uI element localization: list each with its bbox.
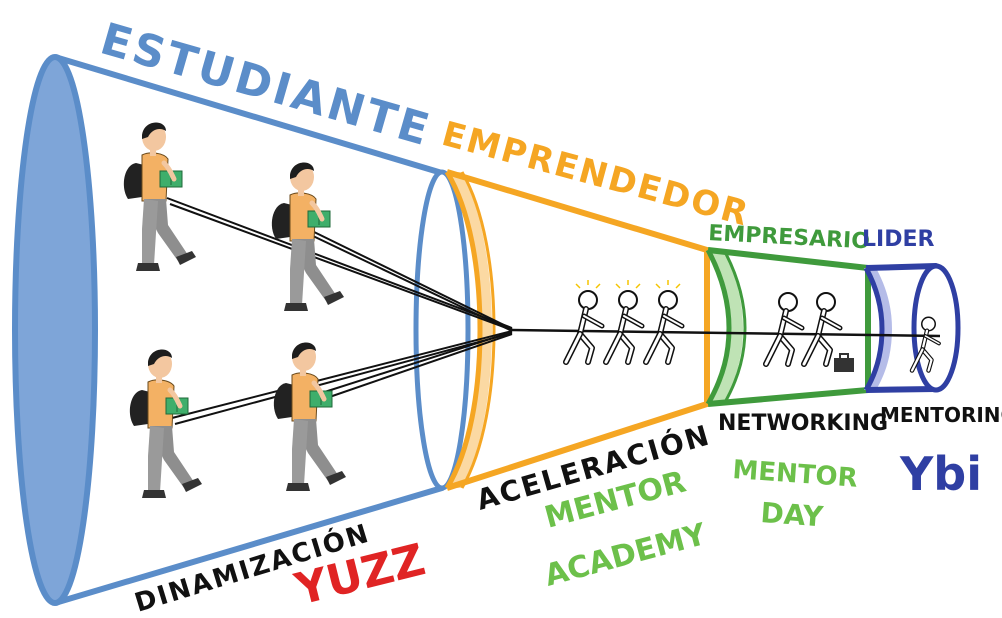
student-figure-1 [124,122,196,271]
entrepreneur-figure-3 [646,291,682,362]
stage-lider-cylinder [863,263,961,393]
program-label-mentor-day-line2: DAY [760,496,825,533]
entrepreneur-figure-2 [606,291,642,362]
businessman-figure-1 [766,293,802,364]
student-figure-2 [272,162,344,311]
businessman-figures [766,293,854,372]
stage-empresario-cylinder [705,247,887,407]
student-figure-4 [274,342,346,491]
stage-label-empresario: EMPRESARIO [708,221,871,254]
businessman-figure-2 [804,293,840,364]
student-figure-3 [130,349,202,498]
stage-emprendedor-cylinder [444,169,710,491]
student-figures [124,122,346,498]
stage-estudiante-cylinder [12,54,471,606]
program-label-ybi: Ybi [899,447,982,501]
entrepreneur-figures [566,279,682,362]
stage-estudiante-opening [12,54,98,606]
briefcase-icon [834,358,854,372]
stage-label-lider: LIDER [862,227,934,252]
program-label-mentor-day: MENTOR DAY [732,455,859,533]
rope-lines [166,197,941,425]
entrepreneur-figure-1 [566,291,602,362]
activity-label-mentoring: MENTORING [880,403,1002,427]
activity-label-networking: NETWORKING [718,411,888,436]
program-label-mentor-day-line1: MENTOR [732,455,859,494]
